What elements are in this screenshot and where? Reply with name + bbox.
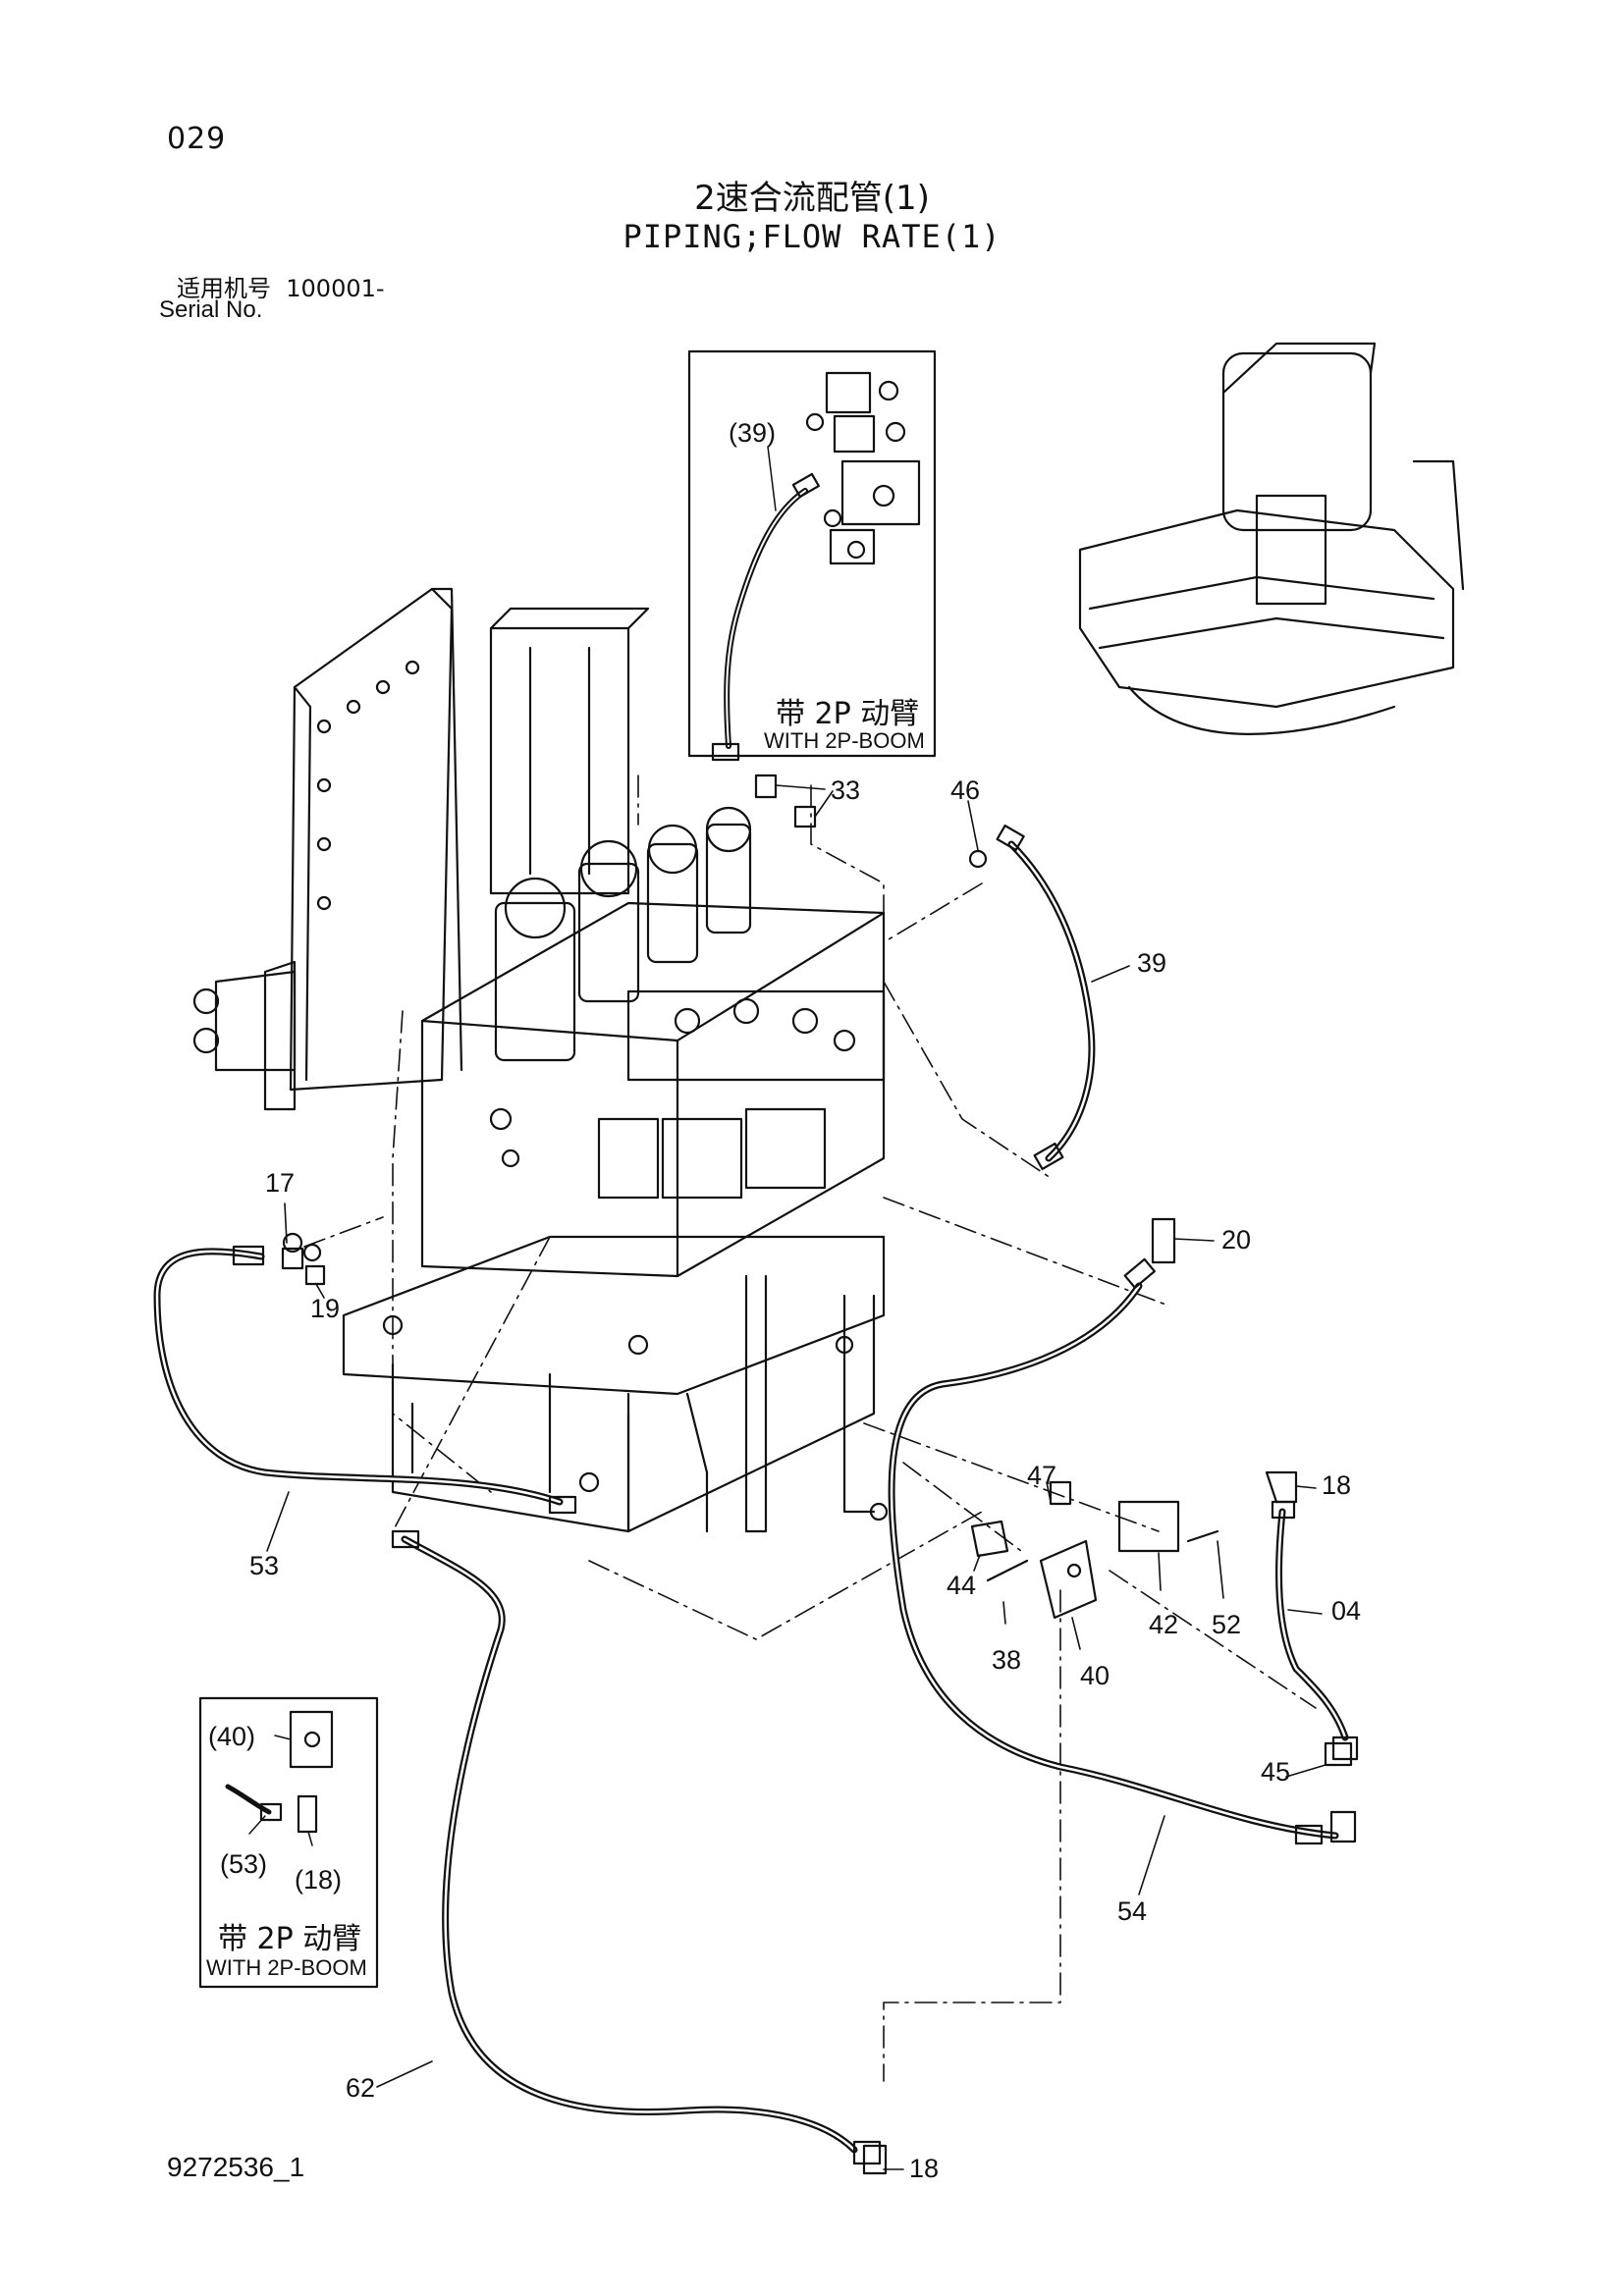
bracket-42 [1117,1500,1180,1553]
callout-53: 53 [249,1551,280,1580]
fitting-33b [793,805,817,828]
inset-top-note-en: WITH 2P-BOOM [764,728,925,753]
fitting-17 [281,1247,304,1270]
callout-39: 39 [1137,948,1167,978]
callout-52: 52 [1212,1610,1242,1639]
inset-bottom-callout-18: (18) [295,1865,343,1895]
elbow-18 [1265,1470,1298,1504]
callout-47: 47 [1027,1461,1057,1490]
callout-04: 04 [1331,1596,1362,1626]
callout-17: 17 [265,1168,296,1198]
inset-top-valve [805,371,921,565]
machine-thumbnail [1078,342,1465,735]
control-valve-block [420,806,886,1278]
switch-20 [1151,1217,1176,1264]
elbow-18b [862,2144,888,2175]
hose-54 [888,1282,1339,1840]
serial-label-en: Serial No. [159,296,263,323]
callout-45: 45 [1261,1757,1291,1787]
callout-18-right: 18 [1322,1470,1352,1500]
inset-bottom-note-en: WITH 2P-BOOM [206,1955,367,1980]
callout-54: 54 [1117,1896,1148,1926]
inset-bottom-callout-53: (53) [220,1849,268,1879]
valve-bracket [192,587,650,1111]
hose-53 [153,1248,564,1506]
mounting-frame [342,1235,889,1533]
page-number: 029 [167,122,227,156]
inset-bottom-callout-40: (40) [208,1722,256,1751]
callout-19: 19 [310,1294,341,1323]
plug-19 [304,1264,326,1286]
callout-42: 42 [1149,1610,1179,1639]
serial-value: 100001- [286,275,385,302]
fitting-33a [754,774,778,799]
page-title-cn: 2速合流配管(1) [694,179,930,218]
block-40 [1039,1539,1098,1620]
fitting-45 [1324,1741,1353,1767]
callout-33: 33 [831,775,861,805]
serial-label-cn: 适用机号 100001- [177,269,385,303]
callout-40: 40 [1080,1661,1110,1690]
callout-38: 38 [992,1645,1022,1675]
inset-top-note-cn: 带 2P 动臂 [776,697,920,731]
callout-44: 44 [947,1571,977,1600]
hose-62 [401,1535,858,2154]
inset-top-callout-39: (39) [729,418,777,448]
callout-20: 20 [1221,1225,1252,1255]
fitting-44 [970,1520,1009,1558]
inset-bottom-frame [198,1696,379,1989]
inset-bottom-parts [225,1710,334,1846]
fittings [281,774,1353,2175]
serial-label-cn-text: 适用机号 [177,275,271,302]
inset-bottom-note-cn: 带 2P 动臂 [218,1922,362,1956]
page-title-en: PIPING;FLOW RATE(1) [623,218,1001,255]
document-number: 9272536_1 [167,2152,305,2182]
plug-47 [1049,1480,1072,1506]
callout-62: 62 [346,2073,376,2103]
callout-18-bottom: 18 [909,2154,940,2183]
bolt-52 [1186,1529,1219,1543]
callout-46: 46 [950,775,981,805]
bolt-38 [986,1559,1029,1582]
inset-top-frame [687,349,937,758]
